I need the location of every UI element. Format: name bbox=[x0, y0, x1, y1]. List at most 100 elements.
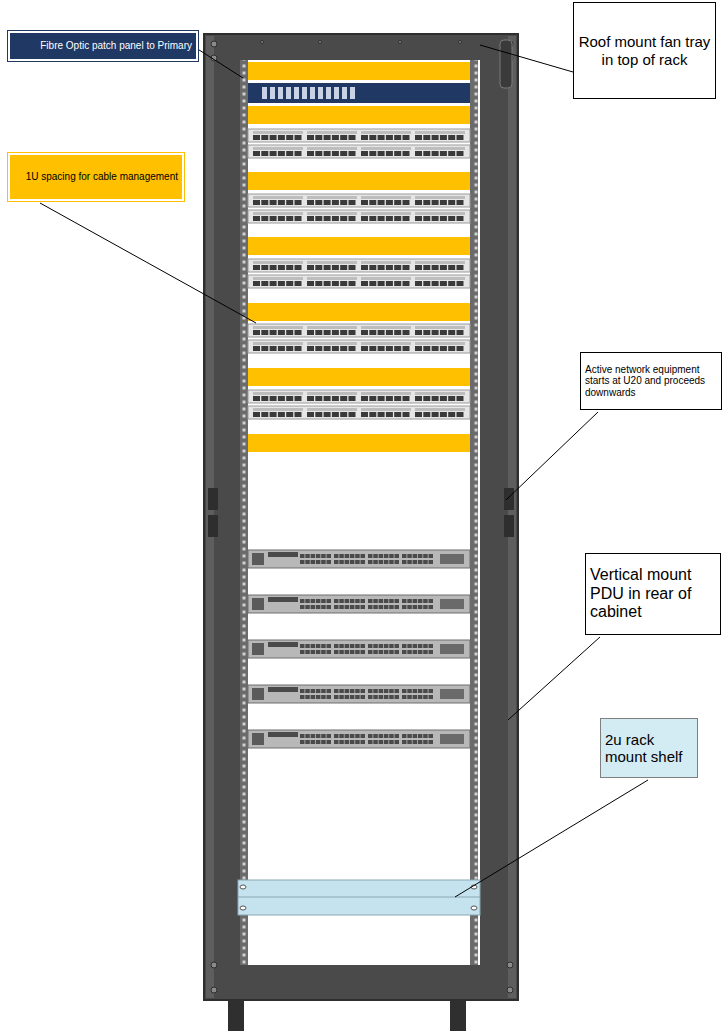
rj45-port bbox=[295, 216, 302, 221]
switch-port bbox=[402, 560, 407, 564]
cable-manager bbox=[248, 172, 470, 190]
switch-port bbox=[373, 605, 378, 609]
switch-port bbox=[316, 599, 321, 603]
rj45-port bbox=[307, 151, 314, 156]
handle bbox=[208, 515, 218, 537]
rj45-port bbox=[403, 135, 410, 140]
rj45-port bbox=[286, 412, 293, 417]
rj45-port bbox=[324, 396, 331, 401]
rj45-port bbox=[415, 330, 422, 335]
switch-port bbox=[345, 560, 350, 564]
rj45-port bbox=[253, 216, 260, 221]
rj45-port bbox=[332, 135, 339, 140]
rj45-port bbox=[307, 412, 314, 417]
rj45-port bbox=[261, 396, 268, 401]
port-label-strip bbox=[415, 326, 465, 329]
rj45-port bbox=[295, 151, 302, 156]
rj45-port bbox=[394, 281, 401, 286]
rj45-port bbox=[270, 265, 277, 270]
patch-panel bbox=[248, 406, 470, 419]
switch-port bbox=[339, 689, 344, 693]
switch-port bbox=[327, 560, 332, 564]
switch-leds bbox=[268, 597, 298, 602]
rj45-port bbox=[286, 200, 293, 205]
switch-port bbox=[423, 605, 428, 609]
rj45-port bbox=[295, 281, 302, 286]
switch-port bbox=[327, 605, 332, 609]
switch-port bbox=[321, 695, 326, 699]
switch-port bbox=[418, 554, 423, 558]
cable-manager bbox=[248, 62, 470, 80]
port-label-strip bbox=[253, 196, 303, 199]
switch-port bbox=[418, 689, 423, 693]
switch-port bbox=[373, 644, 378, 648]
rj45-port bbox=[378, 412, 385, 417]
switch-port bbox=[389, 560, 394, 564]
switch-port bbox=[350, 650, 355, 654]
rj45-port bbox=[403, 346, 410, 351]
rj45-port bbox=[324, 330, 331, 335]
rj45-port bbox=[278, 330, 285, 335]
switch-port bbox=[423, 689, 428, 693]
switch-port bbox=[355, 740, 360, 744]
rj45-port bbox=[369, 396, 376, 401]
callout-box: Roof mount fan tray in top of rack bbox=[573, 2, 716, 99]
rj45-port bbox=[307, 265, 314, 270]
rj45-port bbox=[403, 281, 410, 286]
switch-console bbox=[252, 598, 264, 610]
switch-port bbox=[339, 599, 344, 603]
rj45-port bbox=[307, 330, 314, 335]
rj45-port bbox=[340, 330, 347, 335]
network-switch bbox=[248, 685, 470, 703]
rj45-port bbox=[403, 216, 410, 221]
rj45-port bbox=[349, 346, 356, 351]
switch-port bbox=[407, 740, 412, 744]
rj45-port bbox=[295, 265, 302, 270]
switch-port bbox=[300, 734, 305, 738]
switch-port bbox=[389, 644, 394, 648]
switch-port bbox=[311, 554, 316, 558]
rj45-port bbox=[270, 200, 277, 205]
switch-port bbox=[361, 740, 366, 744]
switch-port bbox=[300, 605, 305, 609]
rj45-port bbox=[378, 200, 385, 205]
rj45-port bbox=[386, 396, 393, 401]
switch-port bbox=[361, 554, 366, 558]
switch-port bbox=[429, 734, 434, 738]
rj45-port bbox=[369, 135, 376, 140]
rj45-port bbox=[324, 200, 331, 205]
rj45-port bbox=[315, 135, 322, 140]
switch-port bbox=[361, 650, 366, 654]
rj45-port bbox=[261, 330, 268, 335]
rj45-port bbox=[361, 216, 368, 221]
fibre-port bbox=[302, 87, 307, 99]
switch-port bbox=[300, 554, 305, 558]
switch-port bbox=[423, 695, 428, 699]
switch-port bbox=[305, 605, 310, 609]
rj45-port bbox=[270, 216, 277, 221]
switch-port bbox=[311, 599, 316, 603]
rj45-port bbox=[423, 412, 430, 417]
rj45-port bbox=[378, 151, 385, 156]
rj45-port bbox=[415, 281, 422, 286]
switch-port bbox=[361, 734, 366, 738]
switch-port bbox=[402, 734, 407, 738]
switch-port bbox=[384, 695, 389, 699]
switch-port bbox=[355, 599, 360, 603]
switch-port bbox=[368, 695, 373, 699]
rj45-port bbox=[361, 412, 368, 417]
switch-port bbox=[334, 695, 339, 699]
switch-port bbox=[418, 695, 423, 699]
cabinet-interior bbox=[240, 60, 480, 965]
switch-port bbox=[316, 695, 321, 699]
cable-manager bbox=[248, 237, 470, 255]
rj45-port bbox=[369, 346, 376, 351]
switch-port bbox=[339, 734, 344, 738]
rj45-port bbox=[386, 135, 393, 140]
switch-port bbox=[395, 689, 400, 693]
rj45-port bbox=[423, 216, 430, 221]
switch-port bbox=[423, 650, 428, 654]
rj45-port bbox=[432, 265, 439, 270]
rj45-port bbox=[349, 200, 356, 205]
patch-panel bbox=[248, 259, 470, 272]
